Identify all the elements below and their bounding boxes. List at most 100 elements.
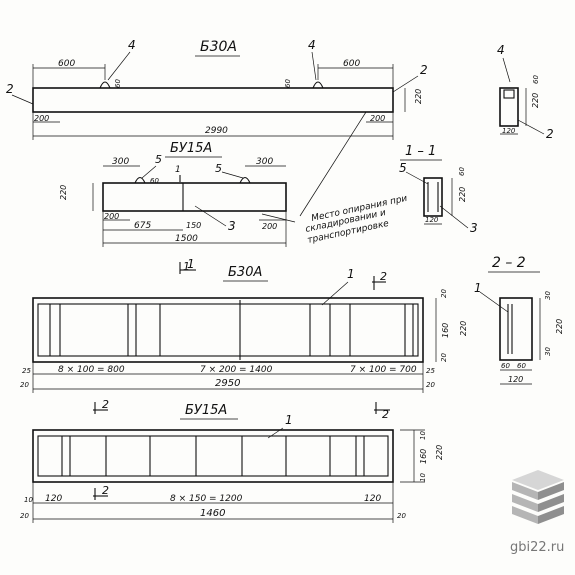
- cut-2-bottom-right: 2: [382, 408, 389, 421]
- bu-dim-150: 150: [186, 221, 201, 230]
- lifting-loop-right: [312, 81, 324, 89]
- lifting-loop-left: [99, 81, 111, 89]
- reinf-b30a-callout-1: 1: [347, 267, 355, 281]
- reinf-b30a-dim-2950: 2950: [215, 378, 240, 389]
- bu-dim-300-right: 300: [256, 157, 273, 167]
- dim-2990: 2990: [205, 126, 228, 136]
- beam-b30a: [32, 87, 394, 113]
- bu-callout-3: 3: [228, 219, 236, 233]
- reinf-bu15a-dim-10: 10: [24, 496, 33, 504]
- reinf-bu15a-outline: [32, 429, 394, 483]
- reinf-b30a-dim-220: 220: [459, 321, 468, 336]
- loop-side: [503, 89, 515, 99]
- reinf-b30a-seg-left: 8 × 100 = 800: [58, 365, 125, 375]
- reinf-bu15a-dim-160: 160: [419, 449, 428, 464]
- cut-1-mark: 1: [183, 260, 190, 273]
- reinf-b30a-dim-20-right: 20: [426, 381, 435, 389]
- reinf-bu15a-dim-20-right: 20: [397, 512, 406, 520]
- view-b30a: Б30А 600 600 60 60 4 4 2 2 220 200: [6, 38, 428, 140]
- dim-220: 220: [414, 89, 423, 104]
- sec11-callout-5: 5: [399, 161, 407, 175]
- reinf-bu15a-dim-120-right: 120: [364, 494, 381, 504]
- section-1-1-title: 1 – 1: [405, 144, 436, 159]
- reinf-b30a-dim-160: 160: [441, 323, 450, 338]
- view-bu15a-title: БУ15А: [170, 141, 212, 156]
- side-callout-4: 4: [497, 43, 505, 57]
- view-b30a-title: Б30А: [200, 39, 237, 55]
- reinf-b30a-seg-right: 7 × 100 = 700: [350, 365, 417, 375]
- reinf-bu15a-cage: [37, 435, 389, 477]
- dim-200-right: 200: [370, 114, 385, 123]
- note-leader-2: [261, 213, 296, 223]
- callout-2-left: 2: [6, 82, 14, 96]
- reinf-b30a-dim-20-bot: 20: [440, 353, 448, 362]
- watermark-logo-icon: [512, 470, 564, 524]
- reinf-bu15a-dim-120-left: 120: [45, 494, 62, 504]
- reinf-bu15a-callout-1: 1: [285, 413, 293, 427]
- section-2-2-title: 2 – 2: [492, 255, 526, 271]
- bu-loop-right: [239, 176, 251, 184]
- bu-loop-left: [134, 176, 146, 184]
- sec22-dim-60-right: 60: [517, 362, 526, 370]
- bu-dim-200-left: 200: [104, 212, 119, 221]
- sec11-dim-120: 120: [425, 216, 439, 224]
- reinf-b30a-seg-mid: 7 × 200 = 1400: [200, 365, 273, 375]
- bu-dim-220: 220: [59, 185, 68, 200]
- watermark-text: gbi22.ru: [510, 540, 564, 555]
- callout-4-left: 4: [128, 38, 136, 52]
- reinf-bu15a-dim-10-bot: 10: [419, 473, 427, 482]
- dim-60-left: 60: [114, 79, 122, 88]
- bu-callout-5-right: 5: [215, 162, 222, 175]
- sec11-dim-60: 60: [458, 167, 466, 176]
- side-dim-60: 60: [532, 75, 540, 84]
- bu-cut-mark-bottom: 1: [187, 257, 195, 271]
- reinf-b30a-dim-20-top: 20: [440, 289, 448, 298]
- view-bu15a: БУ15А 300 300 60 5 5 220 200 200 675 150…: [59, 141, 287, 274]
- cut-2-top-mark: 2: [380, 270, 387, 283]
- reinf-bu15a-dim-20-left: 20: [20, 512, 29, 520]
- sec11-dim-220: 220: [458, 187, 467, 202]
- bu-callout-5-left: 5: [155, 153, 162, 166]
- sec22-dim-120: 120: [508, 375, 523, 384]
- section-2-2: 2 – 2 1 30 220 30 60 60 120: [474, 255, 564, 385]
- side-callout-2: 2: [546, 127, 554, 141]
- reinf-bu15a-dim-10-top: 10: [419, 431, 427, 440]
- sec11-callout-3: 3: [470, 221, 478, 235]
- dim-200-left: 200: [34, 114, 49, 123]
- side-dim-120: 120: [502, 127, 516, 135]
- cut-2-bottom-left: 2: [102, 398, 109, 411]
- reinf-bu15a-dim-1460: 1460: [200, 508, 225, 519]
- bu-dim-60: 60: [150, 177, 159, 185]
- bu-dim-200-right: 200: [262, 222, 277, 231]
- bu-dim-1500: 1500: [175, 234, 198, 244]
- bu-dim-300-left: 300: [112, 157, 129, 167]
- beam-b30a-side: [499, 87, 519, 127]
- reinf-b30a-stirrups: [49, 300, 414, 360]
- watermark: gbi22.ru: [510, 470, 564, 555]
- reinf-b30a-cage: [37, 303, 419, 357]
- reinf-bu15a-dim-220: 220: [435, 445, 444, 460]
- view-b30a-side: 4 60 220 120 2: [497, 43, 554, 141]
- side-dim-220: 220: [531, 93, 540, 108]
- reinf-bu15a-stirrups: [61, 436, 365, 476]
- sec22-callout-1: 1: [474, 281, 482, 295]
- reinf-b30a-outline: [32, 297, 424, 363]
- beam-bu15a: [102, 182, 287, 212]
- note-leader-1: [299, 111, 367, 217]
- dim-600-right: 600: [343, 59, 360, 69]
- dim-60-right: 60: [284, 79, 292, 88]
- reinf-bu15a-cut-2: 2: [102, 484, 109, 497]
- bu-cut-mark-top: 1: [175, 165, 181, 175]
- section-2-2-body: [499, 297, 533, 361]
- support-note: Место опирания при складировании и транс…: [261, 111, 408, 246]
- reinf-bu15a: БУ15А 1 10 160 220 10 10 120 8 × 150 =: [20, 403, 444, 523]
- sec22-dim-220: 220: [555, 319, 564, 334]
- reinf-b30a: Б30А 1 1 2 20 160 220 20 25: [20, 260, 468, 421]
- dim-600-left: 600: [58, 59, 75, 69]
- reinf-b30a-title: Б30А: [228, 265, 262, 280]
- reinf-b30a-dim-25-left: 25: [22, 367, 31, 375]
- section-1-1: 1 – 1 5 60 220 120 3: [399, 144, 478, 235]
- sec22-dim-30-top: 30: [544, 291, 552, 300]
